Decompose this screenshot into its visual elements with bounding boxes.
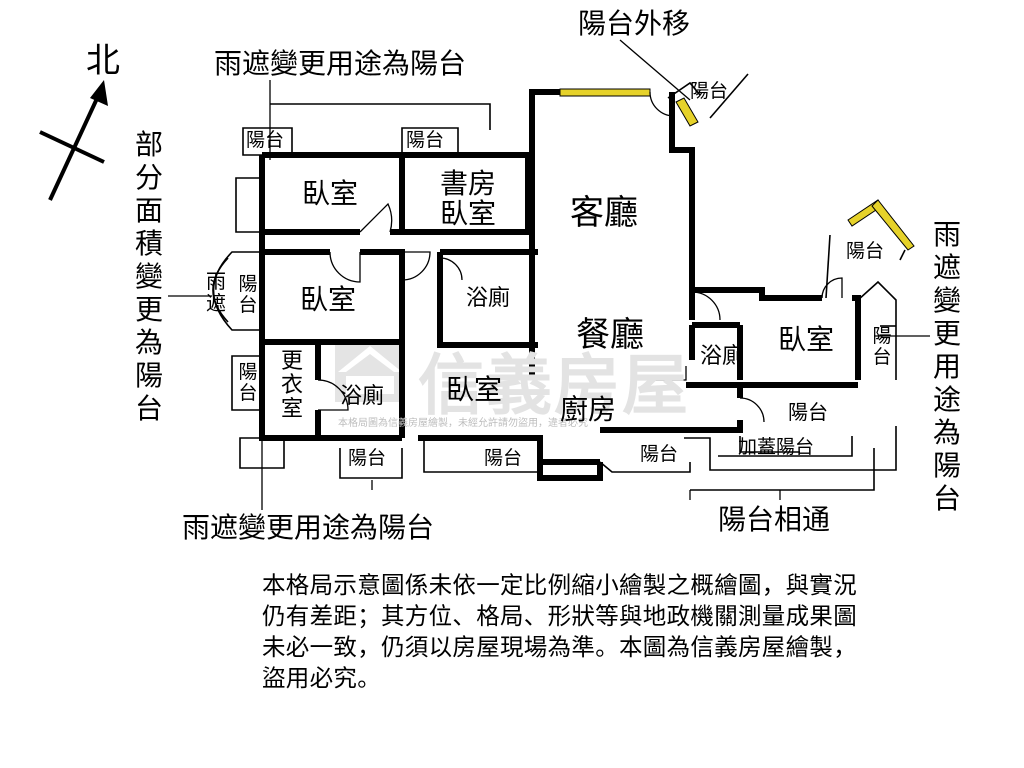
room-dining: 餐廳 bbox=[576, 315, 644, 355]
room-bedroom-right: 臥室 bbox=[778, 323, 835, 356]
balcony-left-middle: 陽台 bbox=[238, 273, 258, 316]
annotation-balconies-connected: 陽台相通 bbox=[718, 503, 831, 536]
doors bbox=[317, 91, 843, 423]
room-study-line2: 臥室 bbox=[440, 197, 497, 230]
leader-lines bbox=[168, 39, 930, 510]
balcony-outlines bbox=[212, 73, 906, 491]
room-bathroom-left: 浴廁 bbox=[340, 384, 385, 409]
annotation-canopy-right: 雨遮變更用途為陽台 bbox=[932, 218, 961, 516]
balcony-top-center: 陽台 bbox=[406, 129, 445, 151]
room-living: 客廳 bbox=[570, 193, 638, 233]
annotation-canopy-bottom: 雨遮變更用途為陽台 bbox=[182, 511, 435, 544]
balcony-bottom-2: 陽台 bbox=[484, 447, 523, 469]
room-closet: 更衣室 bbox=[280, 349, 303, 423]
watermark-logo-icon bbox=[335, 340, 405, 402]
compass-arrow-icon bbox=[39, 80, 108, 201]
room-bedroom-top-left: 臥室 bbox=[302, 177, 359, 210]
balcony-left-lower: 陽台 bbox=[238, 361, 258, 404]
balcony-right-upper: 陽台 bbox=[846, 240, 885, 262]
balcony-bottom-1: 陽台 bbox=[348, 447, 387, 469]
windows bbox=[559, 88, 915, 251]
room-canopy-left: 雨遮 bbox=[206, 269, 226, 315]
annotation-canopy-top: 雨遮變更用途為陽台 bbox=[214, 47, 467, 80]
room-study-line1: 書房 bbox=[440, 167, 497, 200]
annotation-partial-area: 部分面積變更為陽台 bbox=[134, 128, 163, 426]
room-kitchen: 廚房 bbox=[560, 393, 617, 426]
room-bathroom-right: 浴廁 bbox=[700, 344, 745, 369]
balcony-top-left: 陽台 bbox=[246, 129, 285, 151]
walls bbox=[259, 89, 861, 481]
balcony-bottom-3: 陽台 bbox=[640, 443, 679, 465]
watermark-notice: 本格局圖為信義房屋繪製，未經允許請勿盜用，違者必究 bbox=[338, 418, 588, 429]
balcony-added: 加蓋陽台 bbox=[738, 436, 815, 458]
balcony-right-side: 陽台 bbox=[872, 325, 892, 368]
room-bathroom-center: 浴廁 bbox=[466, 286, 511, 311]
annotation-balcony-moved-out: 陽台外移 bbox=[578, 7, 691, 40]
room-bedroom-middle-left: 臥室 bbox=[300, 283, 357, 316]
compass-north-label: 北 bbox=[86, 41, 120, 81]
watermark-brand: 信義房屋 bbox=[418, 347, 690, 424]
balcony-right-lower: 陽台 bbox=[788, 400, 828, 424]
room-bedroom-lower-center: 臥室 bbox=[446, 373, 503, 406]
disclaimer-text: 本格局示意圖係未依一定比例縮小繪製之概繪圖，與實況仍有差距；其方位、格局、形狀等… bbox=[262, 571, 857, 693]
balcony-top-right: 陽台 bbox=[690, 80, 729, 102]
